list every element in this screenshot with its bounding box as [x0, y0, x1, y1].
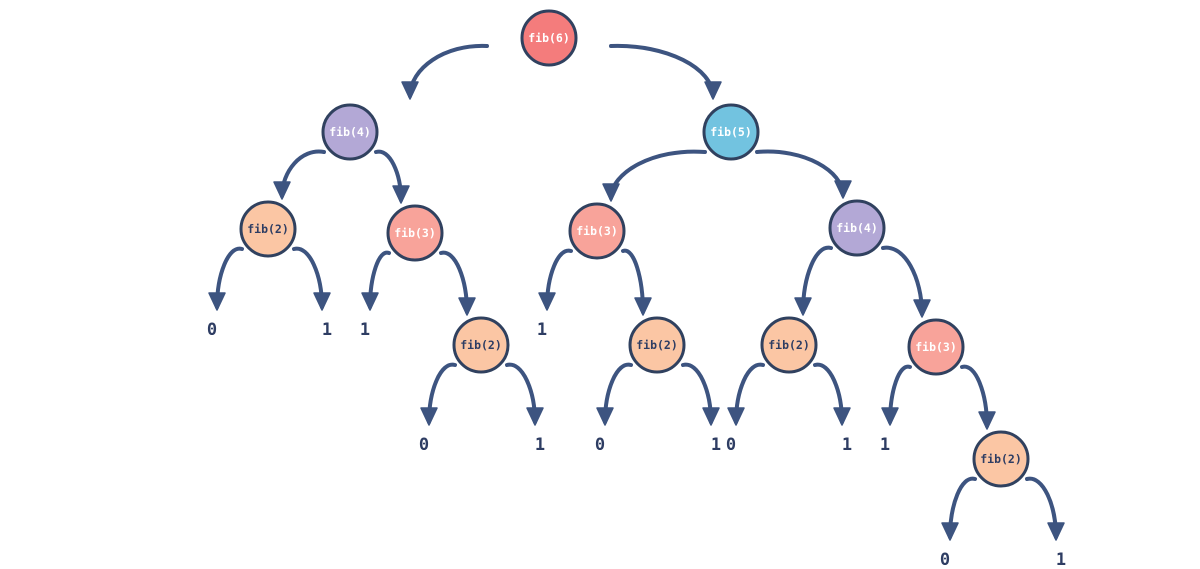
edge-arrow [596, 362, 633, 426]
edge-arrow [755, 149, 852, 199]
leaf-value: 0 [726, 435, 736, 455]
fib-node: fib(4) [828, 199, 886, 257]
node-circle [907, 318, 965, 376]
node-label: fib(2) [247, 222, 289, 236]
node-label: fib(3) [915, 340, 957, 354]
node-label: fib(5) [710, 125, 752, 139]
node-label: fib(2) [636, 338, 678, 352]
edge-arrow [538, 248, 573, 311]
fib-node: fib(2) [239, 200, 297, 258]
leaf-value: 1 [360, 320, 370, 340]
nodes-layer: fib(6) fib(4) fib(5) fib(2) fib(3) fib(3) fib(… [239, 9, 1030, 488]
edge-arrow [881, 364, 912, 426]
edge-arrow [960, 364, 996, 430]
edge-arrow [374, 149, 410, 204]
node-label: fib(2) [768, 338, 810, 352]
fib-node: fib(3) [907, 318, 965, 376]
leaf-value: 0 [595, 435, 605, 455]
node-circle [386, 204, 444, 262]
node-circle [628, 316, 686, 374]
leaf-value: 1 [322, 320, 332, 340]
edge-arrow [941, 476, 977, 541]
node-circle [760, 316, 818, 374]
node-label: fib(2) [980, 452, 1022, 466]
edge-arrow [881, 245, 931, 318]
node-label: fib(2) [460, 338, 502, 352]
node-label: fib(3) [576, 224, 618, 238]
leaf-value: 0 [419, 435, 429, 455]
leaf-value: 1 [842, 435, 852, 455]
leaf-value: 1 [1056, 550, 1066, 569]
node-circle [972, 430, 1030, 488]
fib-node: fib(2) [452, 316, 510, 374]
edge-arrow [208, 246, 244, 311]
fib-node: fib(5) [702, 103, 760, 161]
edge-arrow [273, 149, 326, 200]
edge-arrow [681, 362, 720, 426]
node-label: fib(4) [329, 125, 371, 139]
edge-arrow [609, 43, 722, 100]
edge-arrow [420, 362, 457, 426]
node-circle [702, 103, 760, 161]
fib-node: fib(2) [628, 316, 686, 374]
edge-arrow [727, 362, 765, 426]
leaf-value: 1 [537, 320, 547, 340]
edge-arrow [292, 246, 331, 311]
leaf-value: 0 [940, 550, 950, 569]
node-circle [321, 103, 379, 161]
node-label: fib(6) [528, 31, 570, 45]
fib-node: fib(2) [760, 316, 818, 374]
edge-arrow [439, 250, 476, 316]
node-label: fib(4) [836, 221, 878, 235]
edge-arrow [361, 250, 391, 311]
node-circle [828, 199, 886, 257]
leaf-value: 1 [711, 435, 721, 455]
edge-arrow [621, 248, 652, 316]
edge-arrow [602, 149, 707, 202]
node-circle [520, 9, 578, 67]
fib-node: fib(4) [321, 103, 379, 161]
edge-arrow [401, 43, 489, 100]
fib-node: fib(6) [520, 9, 578, 67]
leaf-value: 1 [535, 435, 545, 455]
node-label: fib(3) [394, 226, 436, 240]
leaf-value: 1 [880, 435, 890, 455]
node-circle [452, 316, 510, 374]
leaf-value: 0 [207, 320, 217, 340]
edge-arrow [794, 245, 833, 316]
fib-node: fib(2) [972, 430, 1030, 488]
edge-arrow [1025, 476, 1065, 541]
node-circle [568, 202, 626, 260]
edge-arrow [813, 362, 851, 426]
edges-layer [208, 43, 1065, 541]
fib-node: fib(3) [568, 202, 626, 260]
fib-node: fib(3) [386, 204, 444, 262]
node-circle [239, 200, 297, 258]
edge-arrow [505, 362, 544, 426]
